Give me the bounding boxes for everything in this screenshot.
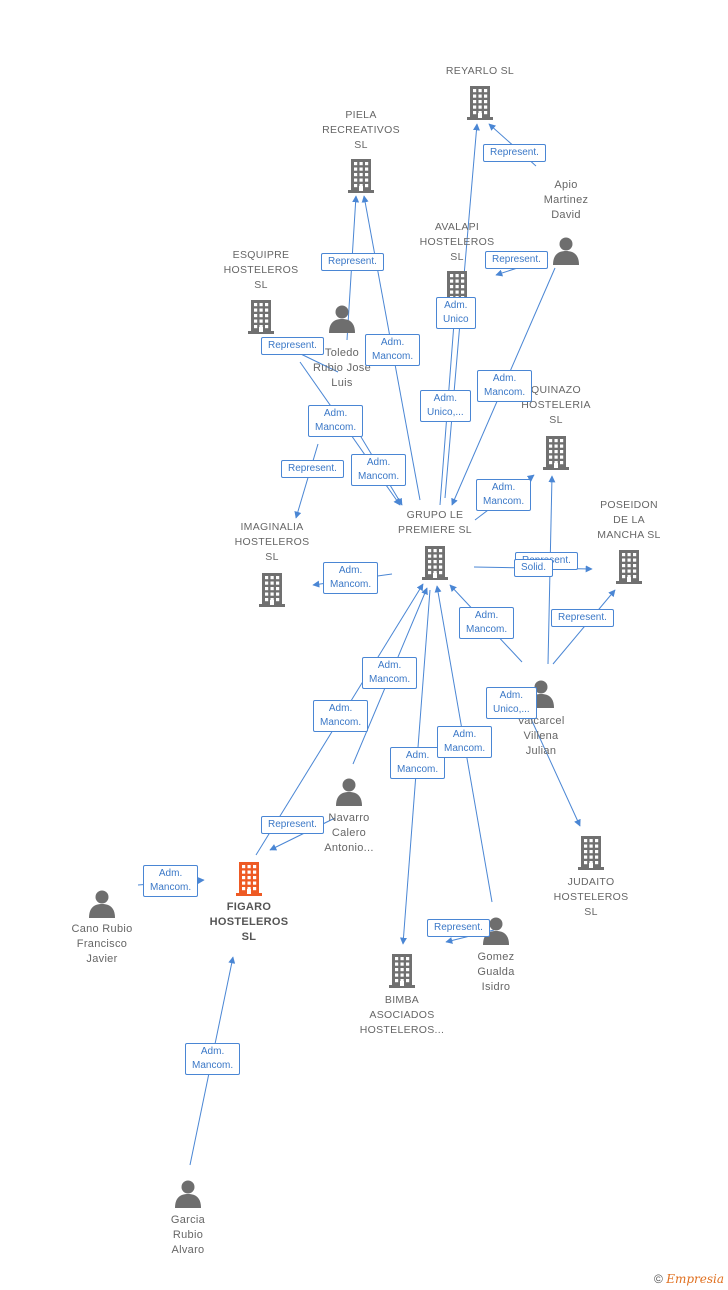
edge-label[interactable]: Represent. xyxy=(427,919,490,937)
building-icon[interactable] xyxy=(386,952,418,988)
edge-label[interactable]: Represent. xyxy=(483,144,546,162)
brand-logo[interactable]: Empresia xyxy=(666,1272,724,1286)
building-icon[interactable] xyxy=(419,544,451,580)
edge-valcarcel-poseidon xyxy=(552,589,616,665)
edge-label[interactable]: Adm.Unico,... xyxy=(420,390,471,422)
person-icon[interactable] xyxy=(327,303,357,333)
edge-label[interactable]: Adm.Mancom. xyxy=(185,1043,241,1075)
node-label[interactable]: REYARLO SL xyxy=(445,65,515,77)
building-icon[interactable] xyxy=(233,860,265,896)
person-icon[interactable] xyxy=(551,235,581,265)
footer: © Empresia xyxy=(654,1272,724,1286)
building-icon[interactable] xyxy=(540,434,572,470)
edge-label[interactable]: Adm.Mancom. xyxy=(351,454,407,486)
edge-valcarcel-judaito xyxy=(526,709,581,827)
edge-label[interactable]: Adm.Mancom. xyxy=(308,405,364,437)
building-icon[interactable] xyxy=(345,157,377,193)
edge-label[interactable]: Adm.Mancom. xyxy=(365,334,421,366)
edge-label[interactable]: Represent. xyxy=(321,253,384,271)
edge-label[interactable]: Adm.Mancom. xyxy=(362,657,418,689)
building-icon[interactable] xyxy=(245,298,277,334)
edge-label[interactable]: Represent. xyxy=(261,337,324,355)
edge-label[interactable]: Adm.Mancom. xyxy=(323,562,379,594)
edge-label[interactable]: Adm.Mancom. xyxy=(477,370,533,402)
node-reyarlo[interactable]: REYARLO SL xyxy=(420,64,540,120)
edge-label[interactable]: Adm.Unico xyxy=(436,297,476,329)
building-icon[interactable] xyxy=(575,834,607,870)
edge-label[interactable]: Adm.Mancom. xyxy=(390,747,446,779)
edge-label[interactable]: Represent. xyxy=(485,251,548,269)
edge-label[interactable]: Adm.Mancom. xyxy=(143,865,199,897)
edge-label[interactable]: Adm.Mancom. xyxy=(313,700,369,732)
edge-label[interactable]: Adm.Mancom. xyxy=(437,726,493,758)
person-icon[interactable] xyxy=(334,776,364,806)
edge-label[interactable]: Represent. xyxy=(261,816,324,834)
person-icon[interactable] xyxy=(173,1178,203,1208)
edge-label[interactable]: Represent. xyxy=(281,460,344,478)
edge-label[interactable]: Solid. xyxy=(514,559,554,577)
edge-label[interactable]: Adm.Mancom. xyxy=(476,479,532,511)
building-icon[interactable] xyxy=(464,84,496,120)
copyright-symbol: © xyxy=(654,1272,663,1286)
person-icon[interactable] xyxy=(87,888,117,918)
building-icon[interactable] xyxy=(256,571,288,607)
edge-toledo-imaginalia xyxy=(294,443,319,519)
edge-label[interactable]: Represent. xyxy=(551,609,614,627)
edge-label[interactable]: Adm.Mancom. xyxy=(459,607,515,639)
building-icon[interactable] xyxy=(613,548,645,584)
edge-label[interactable]: Adm.Unico,... xyxy=(486,687,537,719)
edge-navarro-figaro xyxy=(269,817,336,851)
